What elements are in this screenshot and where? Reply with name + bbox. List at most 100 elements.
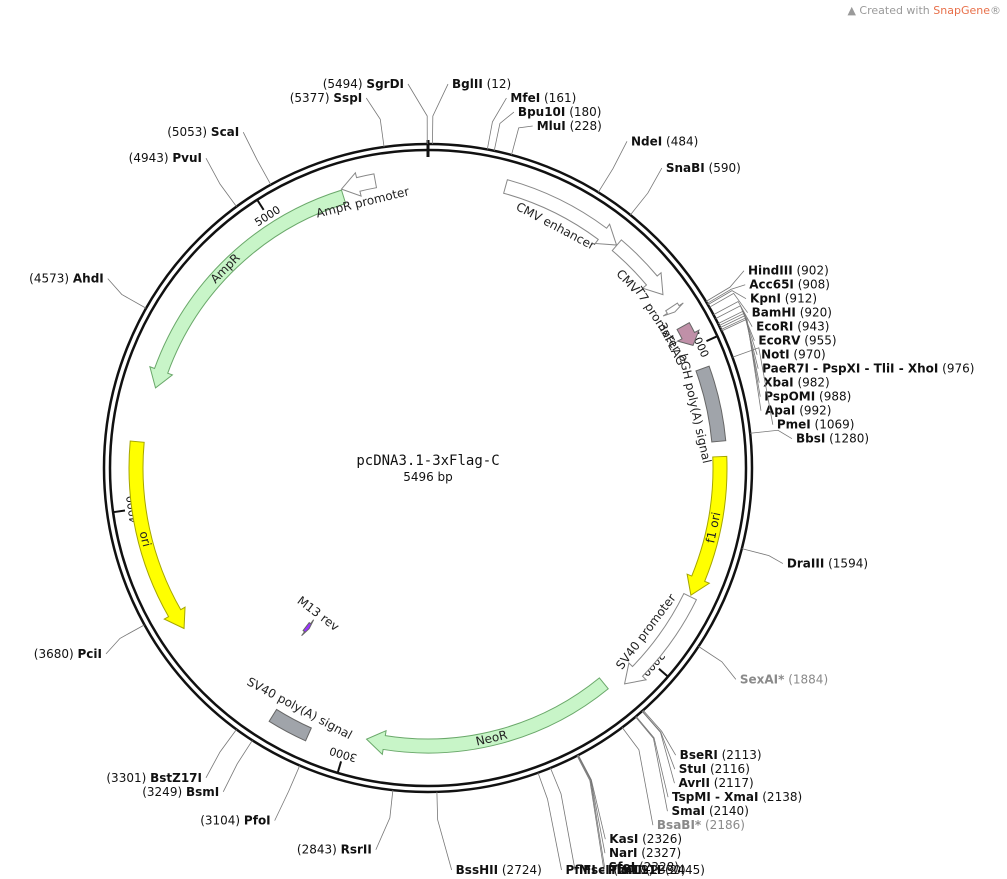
site-label-pcii: (3680) PciI (34, 647, 102, 661)
site-enzyme: PfoI (244, 814, 271, 828)
site-leader-bamhi (709, 292, 748, 313)
tick-5000 (256, 200, 265, 211)
site-leader-bseri (642, 710, 677, 756)
site-position: (4943) (129, 151, 173, 165)
feature-3xflag (676, 321, 700, 347)
feature-sv40-poly-a-signal (268, 708, 312, 742)
site-leader-tspmi-xmai (635, 716, 669, 798)
site-enzyme: NotI (761, 348, 790, 362)
site-label-pvui: (4943) PvuI (129, 151, 202, 165)
site-label-nari: NarI (2327) (609, 846, 681, 860)
feature-t7-promoter (662, 302, 684, 317)
site-leader-pspomi (720, 317, 761, 397)
site-label-acc65i: Acc65I (908) (749, 278, 830, 292)
feature-f1-ori (686, 455, 728, 596)
site-leader-kasi (577, 754, 606, 840)
site-leader-sspi (365, 97, 385, 148)
site-label-kasi: KasI (2326) (609, 832, 682, 846)
site-leader-ecori (713, 300, 753, 327)
site-label-avrii: AvrII (2117) (678, 776, 753, 790)
site-position: (2445) (661, 863, 705, 877)
site-position: (2330) (642, 863, 686, 877)
site-position: (920) (796, 306, 832, 320)
site-leader-rsrii (375, 790, 394, 850)
feature-bgh-poly-a-signal (695, 365, 727, 443)
site-label-pfoi: (3104) PfoI (200, 814, 270, 828)
site-leader-pvui (205, 158, 237, 207)
site-leader-bstz17i (205, 729, 237, 778)
feature-ampr-promoter (340, 171, 378, 197)
site-position: (970) (790, 348, 826, 362)
site-leader-draiii (741, 548, 784, 564)
site-label-bstz17i: (3301) BstZ17I (106, 771, 202, 785)
site-enzyme: BbsI (796, 432, 825, 446)
site-leader-bpu10i (493, 111, 515, 151)
site-label-stui: StuI (2116) (679, 762, 750, 776)
site-leader-kpni (707, 290, 747, 306)
site-enzyme: TspMI - XmaI (672, 790, 758, 804)
plasmid-name: pcDNA3.1-3xFlag-C (356, 453, 499, 469)
credit-brand: SnapGene (933, 4, 990, 17)
site-leader-msci (550, 767, 576, 871)
site-leader-apai (721, 318, 762, 411)
site-leader-bsabi (621, 727, 654, 826)
site-position: (2724) (498, 863, 542, 877)
site-label-bsabi: BsaBI* (2186) (657, 818, 745, 832)
site-leader-sfoi (577, 755, 605, 868)
site-label-kpni: KpnI (912) (750, 292, 817, 306)
site-label-xbai: XbaI (982) (763, 376, 830, 390)
site-enzyme: PciI (77, 647, 102, 661)
feature-label-ori: ori (137, 530, 154, 549)
site-label-msci: MscI (2409) (579, 863, 653, 877)
site-position: (4573) (29, 272, 73, 286)
site-position: (161) (540, 91, 576, 105)
site-enzyme: BsaBI* (657, 818, 702, 832)
site-enzyme: PvuI (172, 151, 202, 165)
feature-neor (365, 677, 609, 756)
site-leader-bglii (432, 83, 449, 145)
credit-suffix: ® (990, 4, 1001, 17)
site-enzyme: Bpu10I (518, 105, 565, 119)
site-enzyme: AhdI (73, 272, 104, 286)
site-enzyme: XbaI (763, 376, 793, 390)
site-label-hindiii: HindIII (902) (748, 264, 829, 278)
site-enzyme: SgrDI (366, 77, 404, 91)
site-enzyme: KasI (609, 832, 638, 846)
tick-1000 (706, 335, 717, 343)
site-leader-noti (717, 310, 758, 355)
site-position: (1069) (811, 418, 855, 432)
site-position: (908) (794, 278, 830, 292)
feature-m13-rev (301, 619, 315, 637)
site-enzyme: SspI (333, 91, 362, 105)
site-enzyme: MfeI (510, 91, 540, 105)
site-label-ecori: EcoRI (943) (756, 320, 829, 334)
site-enzyme: AvrII (678, 776, 710, 790)
site-label-pspomi: PspOMI (988) (764, 390, 851, 404)
site-position: (5053) (167, 125, 211, 139)
site-position: (992) (795, 404, 831, 418)
site-enzyme: MluI (537, 119, 566, 133)
feature-label-ampr: AmpR (208, 251, 243, 286)
site-label-apai: ApaI (992) (765, 404, 832, 418)
site-position: (982) (794, 376, 830, 390)
site-enzyme: BsmI (186, 785, 219, 799)
site-position: (180) (565, 105, 601, 119)
site-leader-bsmi (222, 740, 253, 792)
site-leader-paer7i-pspxi-tlii-xhoi (718, 312, 759, 369)
site-position: (3104) (200, 814, 244, 828)
site-position: (988) (815, 390, 851, 404)
site-leader-acc65i (706, 284, 746, 304)
site-position: (1884) (784, 672, 828, 686)
site-position: (2186) (701, 818, 745, 832)
site-enzyme: KpnI (750, 292, 781, 306)
site-position: (943) (793, 320, 829, 334)
site-position: (5377) (290, 91, 334, 105)
site-label-noti: NotI (970) (761, 348, 826, 362)
site-leader-pflfi-tth111i (537, 772, 562, 871)
site-label-draiii: DraIII (1594) (787, 557, 868, 571)
site-label-bglii: BglII (12) (452, 77, 511, 91)
site-position: (2138) (758, 790, 802, 804)
site-position: (12) (483, 77, 511, 91)
site-enzyme: NarI (609, 846, 638, 860)
